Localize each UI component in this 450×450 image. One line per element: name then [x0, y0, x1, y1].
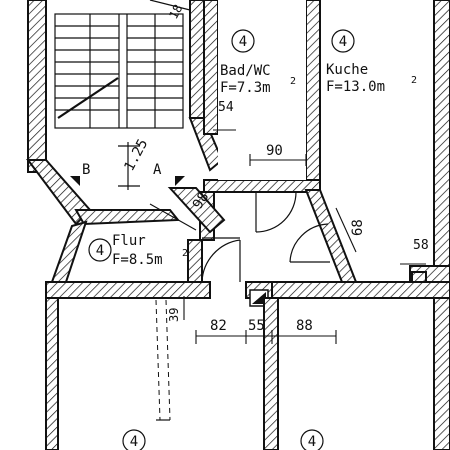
bottom-right-room-number: 4 [300, 429, 324, 450]
bad-room-area: F=7.3m [220, 80, 271, 96]
bad-room-name: Bad/WC [220, 63, 271, 79]
door-swing-kuche [289, 223, 330, 263]
bottom-left-room-number: 4 [122, 429, 146, 450]
flur-room-area-sup: 2 [182, 248, 188, 259]
room-bad-wc [203, 0, 321, 193]
dimension-lines [149, 129, 426, 344]
room-flur [45, 220, 450, 299]
central-walls [167, 187, 358, 283]
svg-text:4: 4 [130, 434, 138, 450]
bad-room-number: 4 [231, 29, 255, 53]
svg-text:4: 4 [339, 34, 347, 50]
stair-direction-arrow [57, 77, 119, 119]
flur-room-name: Flur [112, 233, 146, 249]
svg-text:4: 4 [239, 34, 247, 50]
svg-text:4: 4 [96, 243, 104, 259]
dim-90: 90 [266, 143, 283, 159]
svg-text:4: 4 [308, 434, 316, 450]
flur-room-number: 4 [88, 238, 112, 262]
kuche-room-area: F=13.0m [326, 79, 385, 95]
dim-58: 58 [413, 238, 429, 253]
dim-88: 88 [296, 318, 313, 334]
dim-82: 82 [210, 318, 227, 334]
door-swing-bad [255, 191, 297, 233]
dim-68: 68 [350, 219, 366, 236]
kuche-room-area-sup: 2 [411, 75, 417, 86]
stair-dim-18: 18 [166, 2, 185, 21]
stair-mark-b: B [82, 162, 90, 178]
dim-98: 98 [190, 189, 213, 212]
dim-54: 54 [218, 100, 234, 115]
dim-55: 55 [248, 318, 265, 334]
stair-mark-a: A [153, 162, 162, 178]
kuche-room-number: 4 [331, 29, 355, 53]
stairwell-walls [26, 0, 224, 226]
flur-room-area: F=8.5m [112, 252, 163, 268]
door-swing-flur [201, 237, 241, 283]
staircase [54, 0, 191, 129]
stair-dim-125: 1.25 [121, 137, 151, 174]
stair-treads [55, 14, 183, 128]
kuche-room-name: Kuche [326, 62, 368, 78]
dim-39: 39 [167, 308, 181, 322]
landing-markers [70, 142, 185, 190]
bad-room-area-sup: 2 [290, 76, 296, 87]
